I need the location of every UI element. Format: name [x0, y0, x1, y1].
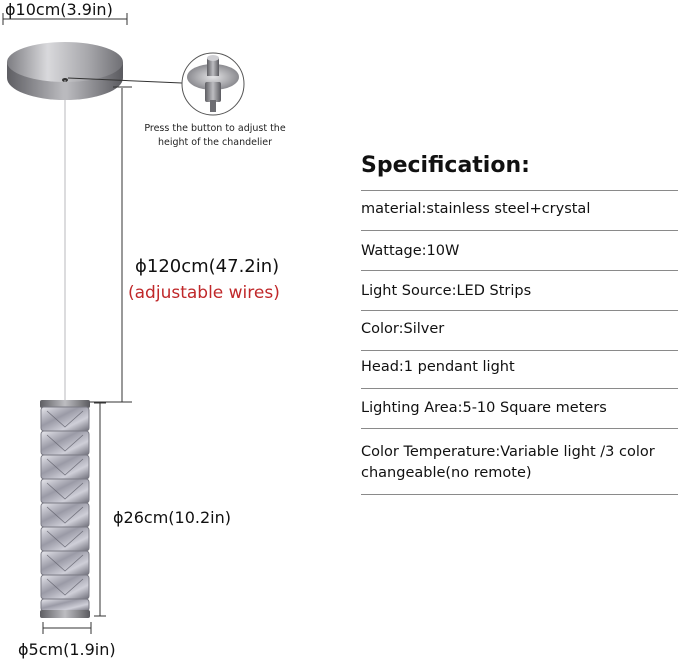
- spec-divider: [361, 350, 678, 351]
- spec-divider: [361, 270, 678, 271]
- button-note: Press the button to adjust the height of…: [140, 122, 290, 150]
- pendant-width-label: ϕ5cm(1.9in): [18, 640, 116, 659]
- spec-divider: [361, 494, 678, 495]
- canopy-diameter-label: ϕ10cm(3.9in): [5, 0, 113, 19]
- ceiling-canopy: [7, 42, 123, 100]
- pendant-height-label: ϕ26cm(10.2in): [113, 508, 231, 527]
- canopy-width-dimension: [2, 13, 128, 25]
- crystal-pendant: [40, 400, 90, 618]
- spec-light-source: Light Source:LED Strips: [361, 283, 532, 299]
- callout-line: [67, 77, 183, 84]
- spec-divider: [361, 230, 678, 231]
- spec-color-temperature: Color Temperature:Variable light /3 colo…: [361, 444, 655, 481]
- spec-lighting-area: Lighting Area:5-10 Square meters: [361, 400, 607, 416]
- button-detail: [181, 52, 245, 116]
- spec-color: Color:Silver: [361, 321, 445, 337]
- spec-divider: [361, 428, 678, 429]
- wire-length-dimension: [70, 86, 132, 403]
- adjustable-wires-note: (adjustable wires): [128, 283, 280, 303]
- button-note-line1: Press the button to adjust the: [144, 123, 286, 134]
- spec-divider: [361, 310, 678, 311]
- specification-title: Specification:: [361, 153, 530, 178]
- pendant-width-dimension: [42, 622, 92, 634]
- spec-divider: [361, 190, 678, 191]
- pendant-height-dimension: [94, 402, 106, 617]
- spec-divider: [361, 388, 678, 389]
- spec-head: Head:1 pendant light: [361, 359, 515, 375]
- button-note-line2: height of the chandelier: [157, 137, 273, 148]
- spec-wattage: Wattage:10W: [361, 243, 460, 259]
- spec-material: material:stainless steel+crystal: [361, 201, 591, 217]
- wire-length-label: ϕ120cm(47.2in): [135, 256, 280, 277]
